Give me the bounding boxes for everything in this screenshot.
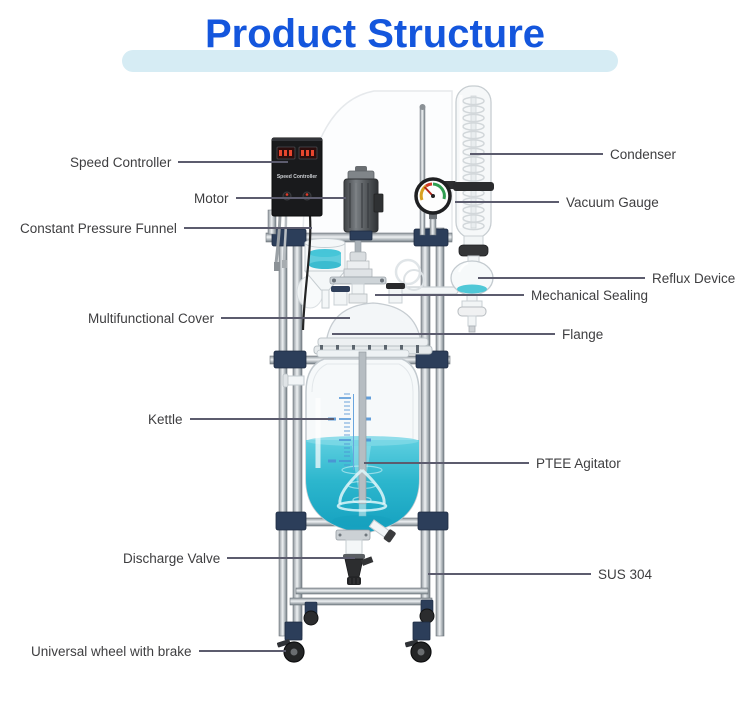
leader-line-kettle — [189, 418, 334, 420]
callout-speed-controller: Speed Controller — [70, 153, 288, 171]
callout-condenser: Condenser — [470, 145, 676, 163]
label-vacuum-gauge: Vacuum Gauge — [566, 194, 659, 210]
callout-mechanical-sealing: Mechanical Sealing — [375, 286, 648, 304]
leader-line-flange — [332, 333, 555, 335]
page-title: Product Structure — [204, 12, 546, 56]
callout-vacuum-gauge: Vacuum Gauge — [455, 193, 659, 211]
leader-line-discharge-valve — [227, 557, 355, 559]
callout-discharge-valve: Discharge Valve — [123, 549, 355, 567]
callout-constant-pressure-funnel: Constant Pressure Funnel — [20, 219, 312, 237]
label-mechanical-sealing: Mechanical Sealing — [531, 287, 649, 303]
leader-line-reflux-device — [478, 277, 645, 279]
ptee-agitator — [336, 351, 388, 517]
title-highlight-band — [122, 50, 618, 72]
callout-flange: Flange — [332, 325, 603, 343]
label-universal-wheel: Universal wheel with brake — [31, 643, 192, 659]
motor-unit — [343, 166, 384, 241]
mechanical-seal — [329, 229, 387, 304]
speed-controller-unit: Speed Controller — [267, 137, 323, 331]
leader-line-speed-controller — [178, 161, 288, 163]
label-condenser: Condenser — [610, 146, 677, 162]
leader-line-universal-wheel — [198, 650, 286, 652]
callout-motor: Motor — [194, 189, 346, 207]
callout-multifunctional-cover: Multifunctional Cover — [88, 309, 350, 327]
callout-universal-wheel: Universal wheel with brake — [31, 642, 286, 660]
label-flange: Flange — [562, 326, 604, 342]
leader-line-sus-304 — [428, 573, 591, 575]
label-constant-pressure-funnel: Constant Pressure Funnel — [20, 220, 177, 236]
label-reflux-device: Reflux Device — [652, 270, 736, 286]
label-kettle: Kettle — [148, 411, 183, 427]
leader-line-ptee-agitator — [364, 462, 529, 464]
discharge-valve — [335, 529, 374, 585]
label-speed-controller: Speed Controller — [70, 154, 172, 170]
leader-line-mechanical-sealing — [375, 294, 524, 296]
constant-pressure-funnel — [296, 238, 347, 309]
label-multifunctional-cover: Multifunctional Cover — [88, 310, 215, 326]
callout-ptee-agitator: PTEE Agitator — [364, 454, 621, 472]
casters — [276, 599, 435, 663]
condenser — [453, 85, 494, 264]
leader-line-vacuum-gauge — [455, 201, 559, 203]
leader-line-condenser — [470, 153, 603, 155]
label-sus-304: SUS 304 — [598, 566, 653, 582]
label-motor: Motor — [194, 190, 229, 206]
label-discharge-valve: Discharge Valve — [123, 550, 221, 566]
leader-line-multifunctional-cover — [221, 317, 350, 319]
vacuum-gauge — [414, 104, 457, 236]
reflux-device — [397, 260, 494, 333]
graduation-scale — [328, 393, 371, 470]
callout-sus-304: SUS 304 — [428, 565, 652, 583]
callout-reflux-device: Reflux Device — [478, 269, 735, 287]
leader-line-constant-pressure-funnel — [183, 227, 312, 229]
speed-controller-panel-label: Speed Controller — [277, 174, 317, 180]
leader-line-motor — [235, 197, 346, 199]
label-ptee-agitator: PTEE Agitator — [536, 455, 621, 471]
callout-kettle: Kettle — [148, 410, 334, 428]
